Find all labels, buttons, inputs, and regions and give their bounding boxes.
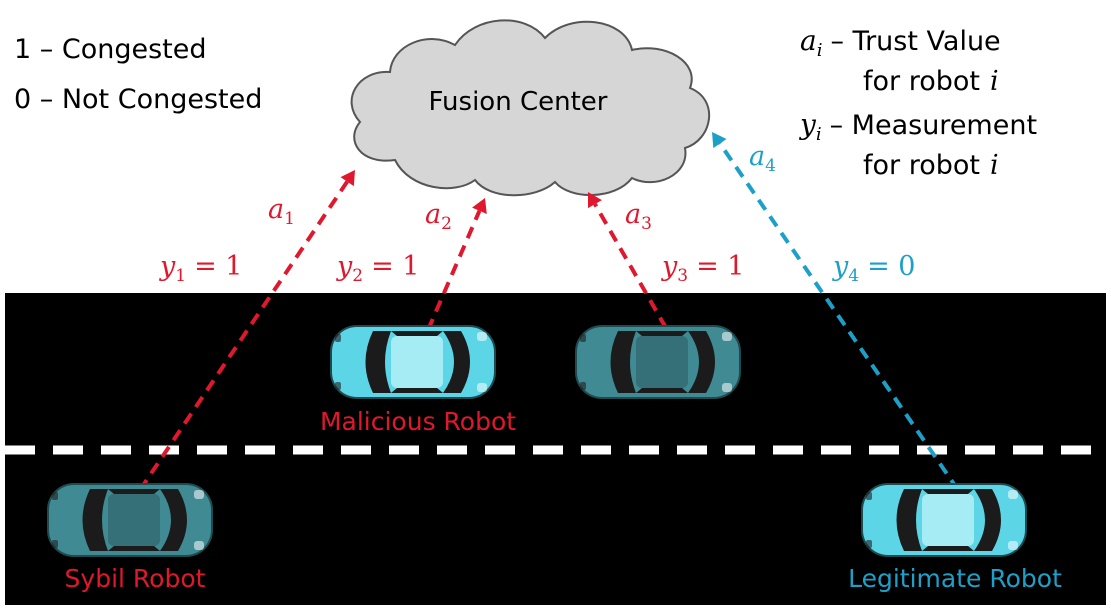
meas-text-2-var: i — [990, 150, 999, 181]
measurement-label-4: y4= 0 — [832, 251, 915, 286]
trust-text-2-var: i — [990, 66, 999, 97]
trust-label-2: a2 — [425, 199, 452, 234]
trust-subscript: i — [817, 40, 823, 61]
car-icon — [330, 325, 496, 399]
trust-label-1: a1 — [268, 194, 295, 229]
arrowhead-2 — [472, 198, 487, 215]
meas-symbol: y — [798, 108, 817, 141]
trust-label-4: a4 — [749, 141, 776, 176]
meas-subscript: i — [816, 124, 822, 145]
meas-text-1: – Measurement — [830, 110, 1037, 141]
car-icon — [575, 325, 741, 399]
link-arrow-1 — [138, 180, 349, 492]
link-arrow-2 — [426, 210, 482, 331]
arrows — [138, 132, 960, 492]
link-arrow-4 — [718, 142, 960, 492]
trust-text-1: – Trust Value — [830, 26, 1000, 57]
trust-symbol: a — [800, 24, 817, 57]
arrowhead-1 — [340, 170, 355, 187]
arrowhead-4 — [712, 132, 727, 149]
cloud-icon — [350, 19, 711, 197]
legend-not-congested: 0 – Not Congested — [14, 84, 262, 115]
legend-congested: 1 – Congested — [14, 34, 206, 65]
measurement-label-3: y3= 1 — [661, 251, 744, 286]
car-icon — [861, 483, 1027, 557]
trust-text-2: for robot — [863, 66, 980, 97]
measurement-label-2: y2= 1 — [336, 251, 419, 286]
fusion-center-label: Fusion Center — [429, 87, 608, 117]
meas-text-2: for robot — [863, 150, 980, 181]
legitimate-robot-label: Legitimate Robot — [848, 564, 1062, 593]
svg-text:ai– Trust Value: ai – Trust Value — [800, 24, 1001, 61]
malicious-robot-label: Malicious Robot — [320, 407, 516, 436]
sybil-robot-label: Sybil Robot — [65, 564, 206, 593]
measurement-label-1: y1= 1 — [159, 251, 242, 286]
link-arrow-3 — [593, 203, 668, 329]
arrowhead-3 — [588, 192, 602, 209]
car-icon — [47, 483, 213, 557]
trust-label-3: a3 — [625, 199, 652, 234]
svg-text:yi– Measurement: yi – Measurement — [798, 108, 1037, 145]
